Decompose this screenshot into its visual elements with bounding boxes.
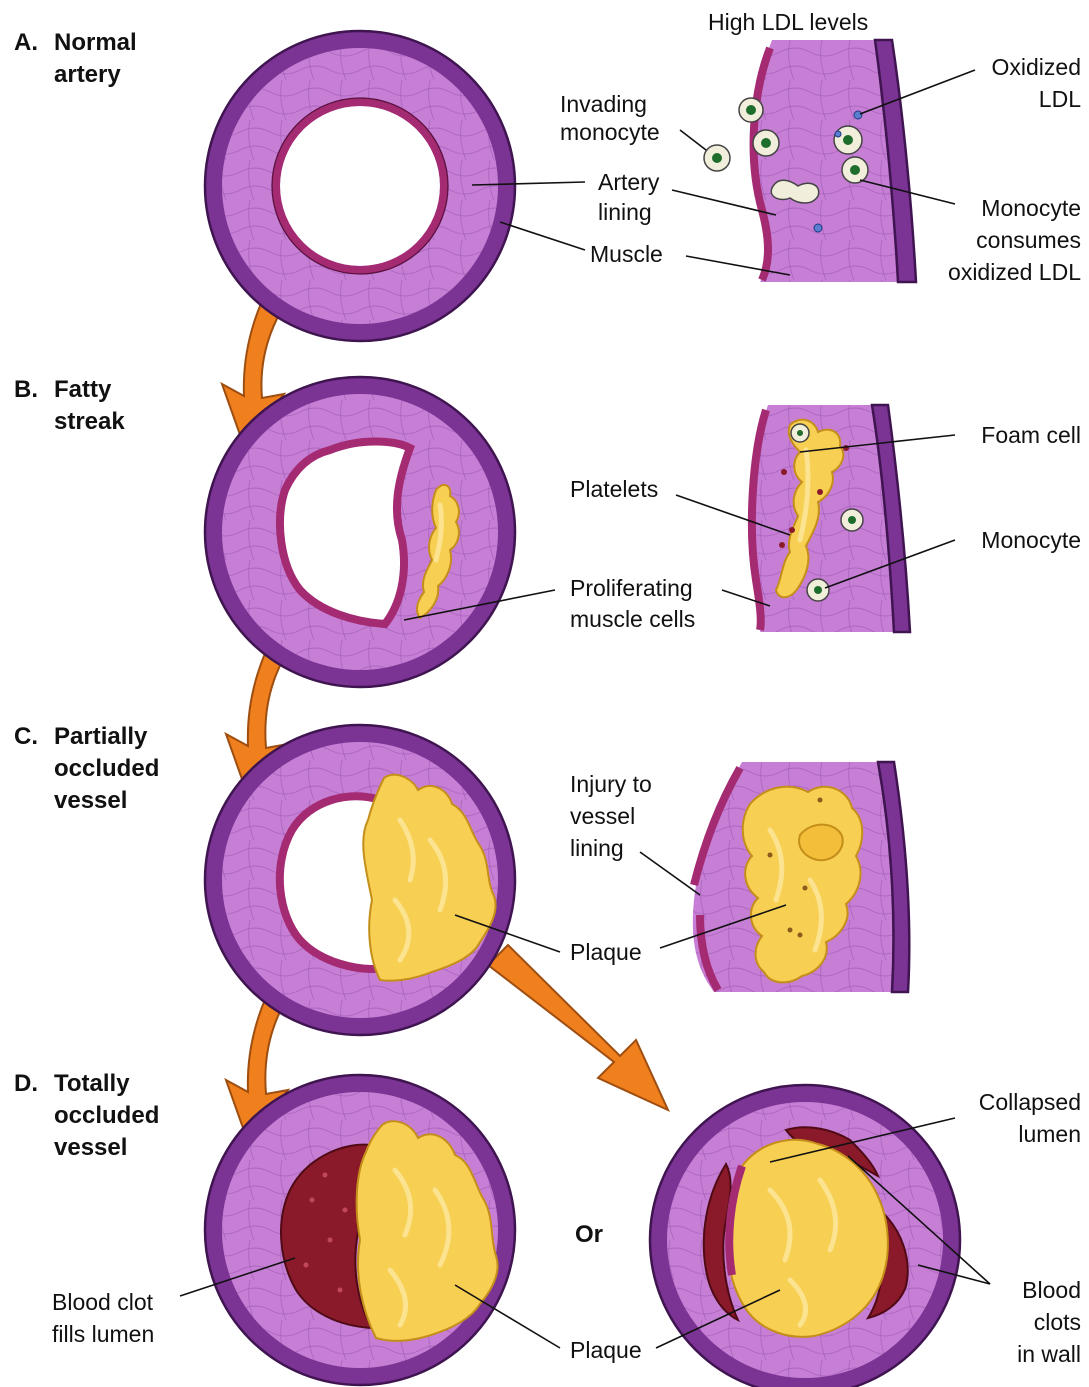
svg-text:lumen: lumen: [1018, 1121, 1081, 1147]
collapsed-lumen-label: Collapsed lumen: [979, 1089, 1081, 1147]
plaque-d-label: Plaque: [570, 1337, 642, 1363]
svg-text:muscle cells: muscle cells: [570, 606, 695, 632]
svg-text:Artery: Artery: [598, 169, 660, 195]
totally-occluded-artery-collapsed: [650, 1085, 960, 1387]
svg-text:artery: artery: [54, 61, 121, 88]
high-ldl-label: High LDL levels: [708, 9, 868, 35]
monocyte-consumes-label: Monocyte consumes oxidized LDL: [948, 195, 1081, 285]
muscle-label: Muscle: [590, 241, 663, 267]
partially-occluded-artery: [205, 725, 515, 1035]
svg-text:Monocyte: Monocyte: [981, 195, 1081, 221]
svg-text:Totally: Totally: [54, 1070, 130, 1097]
svg-text:fills lumen: fills lumen: [52, 1321, 154, 1347]
svg-text:in wall: in wall: [1017, 1341, 1081, 1367]
progression-arrow-c-alt: [488, 945, 668, 1110]
stage-a-label: A. Normal artery: [14, 29, 137, 88]
foam-cell-label: Foam cell: [981, 422, 1081, 448]
svg-text:vessel: vessel: [570, 803, 635, 829]
svg-text:Proliferating: Proliferating: [570, 575, 693, 601]
svg-text:LDL: LDL: [1039, 86, 1081, 112]
injury-lining-label: Injury to vessel lining: [570, 771, 652, 861]
normal-artery: [205, 31, 515, 341]
monocyte-label: Monocyte: [981, 527, 1081, 553]
proliferating-muscle-label: Proliferating muscle cells: [570, 575, 695, 632]
plaque-c-label: Plaque: [570, 939, 642, 965]
or-label: Or: [575, 1221, 603, 1248]
svg-text:lining: lining: [570, 835, 624, 861]
detail-wall-a: [704, 40, 916, 282]
svg-text:A.: A.: [14, 29, 38, 56]
svg-text:Collapsed: Collapsed: [979, 1089, 1081, 1115]
invading-monocyte-label: Invading monocyte: [560, 91, 660, 145]
svg-text:B.: B.: [14, 376, 38, 403]
svg-text:D.: D.: [14, 1070, 38, 1097]
platelets-label: Platelets: [570, 476, 658, 502]
svg-text:vessel: vessel: [54, 787, 127, 814]
svg-text:streak: streak: [54, 408, 125, 435]
svg-text:clots: clots: [1034, 1309, 1081, 1335]
svg-text:Invading: Invading: [560, 91, 647, 117]
fatty-streak-artery: [205, 377, 515, 687]
svg-text:Fatty: Fatty: [54, 376, 112, 403]
stage-c-label: C. Partially occluded vessel: [14, 723, 159, 814]
clot-fills-lumen-label: Blood clot fills lumen: [52, 1289, 154, 1347]
svg-text:Blood clot: Blood clot: [52, 1289, 154, 1315]
svg-text:C.: C.: [14, 723, 38, 750]
artery-lining-label: Artery lining: [598, 169, 660, 225]
stage-b-label: B. Fatty streak: [14, 376, 125, 435]
svg-text:Injury to: Injury to: [570, 771, 652, 797]
svg-text:oxidized LDL: oxidized LDL: [948, 259, 1081, 285]
svg-text:Oxidized: Oxidized: [992, 54, 1081, 80]
svg-text:lining: lining: [598, 199, 652, 225]
stage-d-label: D. Totally occluded vessel: [14, 1070, 159, 1161]
oxidized-ldl-label: Oxidized LDL: [992, 54, 1082, 112]
svg-text:Partially: Partially: [54, 723, 148, 750]
svg-text:vessel: vessel: [54, 1134, 127, 1161]
svg-text:Blood: Blood: [1022, 1277, 1081, 1303]
detail-wall-b: [752, 405, 910, 632]
detail-wall-c: [693, 762, 909, 992]
totally-occluded-artery-clot: [205, 1075, 515, 1385]
svg-text:consumes: consumes: [976, 227, 1081, 253]
svg-text:Normal: Normal: [54, 29, 137, 56]
svg-text:monocyte: monocyte: [560, 119, 660, 145]
svg-text:occluded: occluded: [54, 755, 159, 782]
clots-in-wall-label: Blood clots in wall: [1017, 1277, 1081, 1367]
svg-text:occluded: occluded: [54, 1102, 159, 1129]
